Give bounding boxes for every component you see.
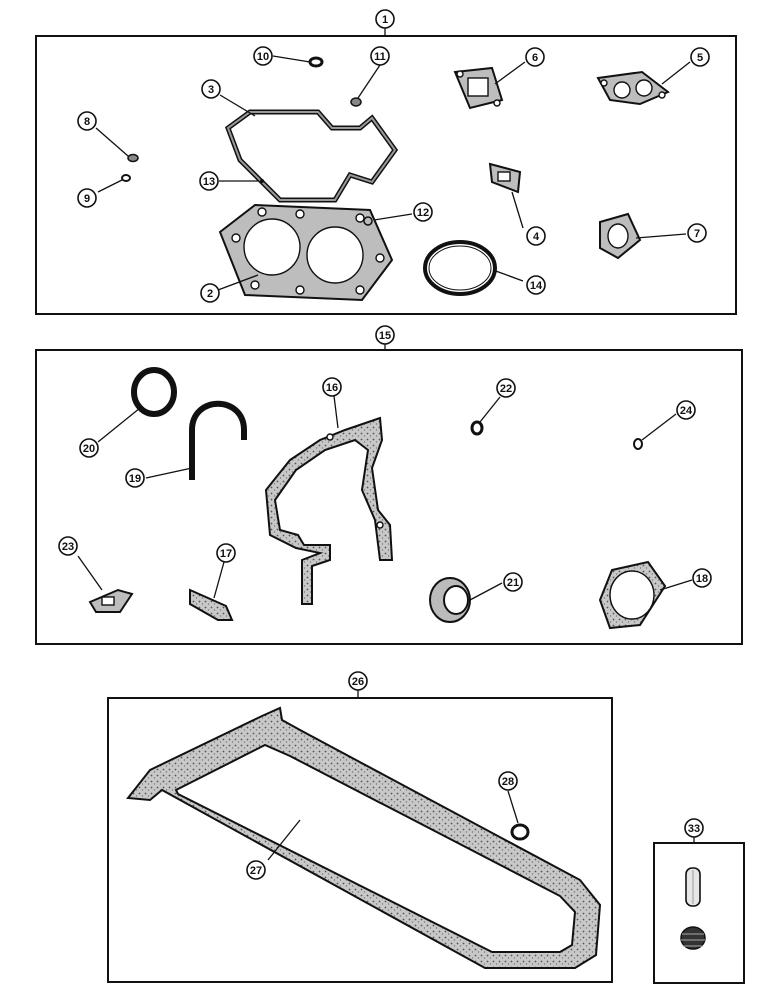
- callout-11: 11: [370, 46, 390, 66]
- callout-4: 4: [526, 226, 546, 246]
- callout-7: 7: [687, 223, 707, 243]
- spring-33: [680, 926, 706, 950]
- svg-text:33: 33: [688, 823, 700, 835]
- svg-text:19: 19: [129, 473, 141, 485]
- washer-28: [510, 823, 530, 841]
- callout-15: 15: [375, 325, 395, 345]
- callout-10: 10: [253, 46, 273, 66]
- callout-28: 28: [498, 771, 518, 791]
- svg-text:17: 17: [220, 548, 232, 560]
- panel-frame-33: [653, 842, 745, 984]
- callout-27: 27: [246, 860, 266, 880]
- svg-text:13: 13: [203, 176, 215, 188]
- callout-22: 22: [496, 378, 516, 398]
- washer-9: [121, 174, 131, 182]
- manifold-gasket-6: [453, 66, 504, 110]
- svg-text:6: 6: [532, 52, 538, 64]
- svg-text:1: 1: [382, 14, 388, 26]
- svg-text:14: 14: [530, 280, 543, 292]
- callout-33: 33: [684, 818, 704, 838]
- oil-seal-21: [429, 577, 471, 623]
- callout-13: 13: [199, 171, 219, 191]
- svg-text:5: 5: [697, 52, 703, 64]
- callout-17: 17: [216, 543, 236, 563]
- small-gasket-4: [488, 162, 522, 194]
- svg-text:9: 9: [84, 193, 90, 205]
- svg-text:12: 12: [417, 207, 429, 219]
- cylinder-head-gasket: [218, 203, 394, 302]
- svg-text:18: 18: [696, 573, 708, 585]
- svg-text:15: 15: [379, 330, 391, 342]
- svg-text:20: 20: [83, 443, 95, 455]
- callout-2: 2: [200, 283, 220, 303]
- svg-text:22: 22: [500, 383, 512, 395]
- washer-22: [470, 420, 484, 436]
- svg-text:2: 2: [207, 288, 213, 300]
- svg-text:21: 21: [507, 577, 519, 589]
- oil-pan-gasket: [126, 706, 602, 969]
- svg-text:16: 16: [326, 382, 338, 394]
- callout-26: 26: [348, 671, 368, 691]
- panel-group-1: [35, 28, 737, 315]
- callout-16: 16: [322, 377, 342, 397]
- seal-13: [260, 179, 264, 183]
- svg-text:11: 11: [374, 51, 386, 63]
- cover-gasket-7: [599, 212, 642, 260]
- washer-8: [127, 153, 139, 163]
- svg-text:27: 27: [250, 865, 262, 877]
- svg-text:26: 26: [352, 676, 364, 688]
- callout-5: 5: [690, 47, 710, 67]
- callout-19: 19: [125, 468, 145, 488]
- svg-text:28: 28: [502, 776, 514, 788]
- gasket-17: [189, 588, 234, 621]
- svg-text:4: 4: [533, 231, 540, 243]
- seal-ring-14: [423, 240, 497, 296]
- svg-text:10: 10: [257, 51, 269, 63]
- svg-text:24: 24: [680, 405, 693, 417]
- callout-21: 21: [503, 572, 523, 592]
- svg-text:7: 7: [694, 228, 700, 240]
- callout-23: 23: [58, 536, 78, 556]
- cover-gasket-18: [598, 560, 667, 630]
- callout-20: 20: [79, 438, 99, 458]
- callout-6: 6: [525, 47, 545, 67]
- svg-text:8: 8: [84, 116, 90, 128]
- callout-24: 24: [676, 400, 696, 420]
- callout-14: 14: [526, 275, 546, 295]
- callout-3: 3: [201, 79, 221, 99]
- o-ring-24: [633, 438, 643, 450]
- callout-12: 12: [413, 202, 433, 222]
- svg-text:3: 3: [208, 84, 214, 96]
- panel-group-26: [107, 690, 613, 983]
- rope-seal-19: [189, 400, 247, 480]
- plug-33: [685, 867, 701, 907]
- nut-11: [350, 97, 362, 107]
- manifold-gasket-5: [596, 70, 670, 106]
- o-ring-12: [363, 216, 373, 226]
- panel-group-15: [35, 343, 743, 645]
- callout-9: 9: [77, 188, 97, 208]
- svg-text:23: 23: [62, 541, 74, 553]
- oil-seal-20: [131, 367, 177, 417]
- panel-group-33: [653, 836, 745, 984]
- timing-cover-gasket: [264, 416, 394, 605]
- leader-lines: [77, 55, 693, 861]
- gasket-23: [88, 588, 134, 613]
- callout-8: 8: [77, 111, 97, 131]
- callout-1: 1: [375, 9, 395, 29]
- callout-18: 18: [692, 568, 712, 588]
